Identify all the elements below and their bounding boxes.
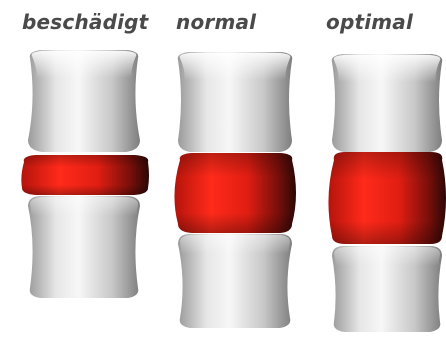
column-optimal bbox=[328, 54, 446, 332]
vertebra-upper-highlight bbox=[180, 53, 291, 80]
disc-optimal-shade bbox=[328, 152, 446, 244]
vertebra-lower-highlight bbox=[334, 247, 440, 266]
disc-damaged-shade bbox=[21, 155, 149, 195]
disc-normal-shade bbox=[174, 153, 296, 233]
vertebra-upper-highlight bbox=[334, 55, 441, 82]
vertebra-lower-highlight bbox=[180, 235, 290, 254]
vertebra-lower-highlight bbox=[30, 197, 138, 216]
vertebra-upper-highlight bbox=[32, 51, 137, 78]
column-beschaedigt bbox=[21, 50, 149, 298]
column-normal bbox=[174, 52, 296, 328]
